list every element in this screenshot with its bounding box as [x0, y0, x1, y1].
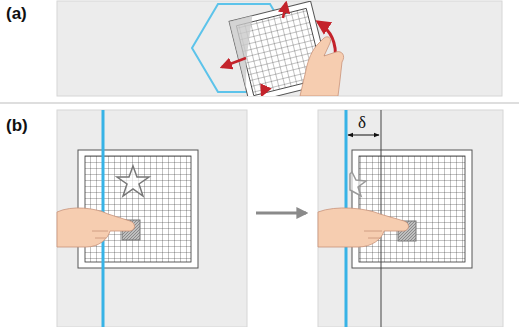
- hand: [57, 208, 135, 247]
- hand: [318, 208, 409, 247]
- panel-background: [57, 1, 502, 96]
- hand: [300, 37, 344, 96]
- grid-sheet: [78, 150, 198, 268]
- rotation-illustration: [192, 1, 344, 96]
- star-outline: [350, 172, 366, 196]
- panel-background: [318, 110, 503, 327]
- panel-background: [57, 110, 247, 327]
- sheet-fold: [229, 16, 269, 90]
- dimension-arrow: [348, 135, 379, 136]
- dimension-label: δ: [358, 114, 366, 131]
- transition-arrow: [256, 212, 306, 215]
- panel-label: (b): [6, 117, 28, 134]
- move-arrow: [222, 58, 246, 67]
- panel-label: (a): [6, 5, 27, 22]
- grid-sheet: [352, 150, 472, 268]
- move-arrow: [283, 3, 286, 18]
- move-arrow: [262, 86, 266, 95]
- separator: [0, 103, 519, 104]
- star-outline: [117, 166, 149, 196]
